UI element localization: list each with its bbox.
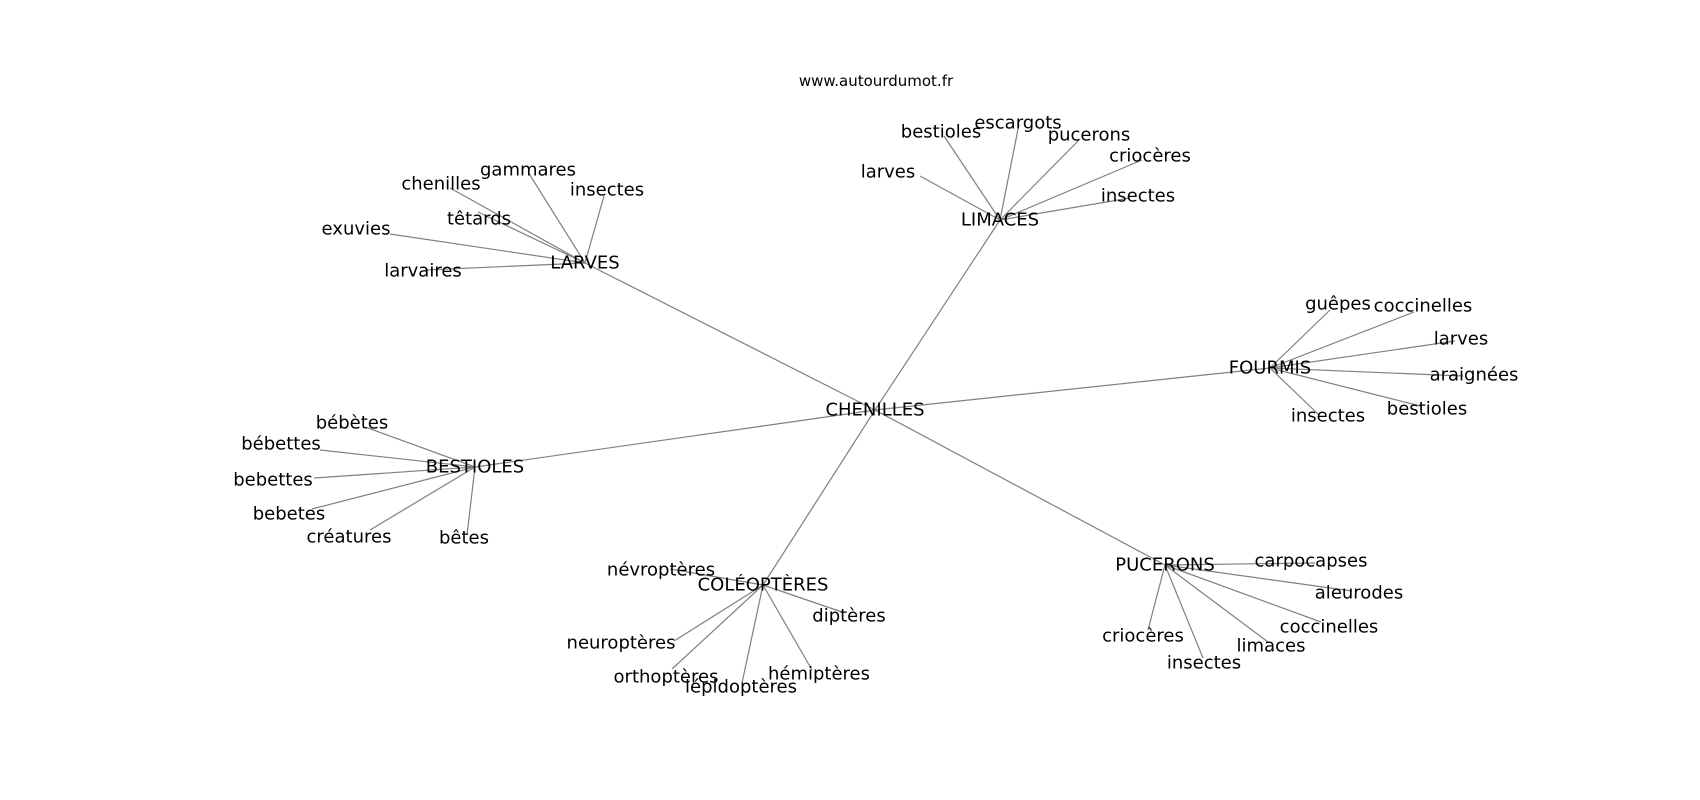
leaf-node-label: bebetes (253, 504, 326, 525)
edge-hub-to-leaf (1269, 311, 1415, 369)
leaf-node-label: orthoptères (614, 667, 719, 688)
leaf-node-label: lépidoptères (685, 677, 797, 698)
hub-node-label: FOURMIS (1229, 358, 1311, 379)
center-node-label: CHENILLES (825, 400, 924, 421)
edge-hub-to-leaf (527, 171, 586, 264)
leaf-node-label: coccinelles (1374, 296, 1473, 317)
edge-hub-to-leaf (1164, 564, 1322, 623)
edge-hub-to-leaf (943, 135, 1001, 221)
edge-hub-to-leaf (1269, 309, 1331, 369)
leaf-node-label: criocères (1102, 626, 1184, 647)
leaf-node-label: insectes (570, 180, 644, 201)
edge-hub-to-leaf (919, 175, 1001, 221)
edge-hub-to-leaf (762, 584, 843, 613)
leaf-node-label: hémiptères (768, 664, 870, 685)
edge-hub-to-leaf (671, 584, 764, 670)
leaf-node-label: limaces (1237, 636, 1306, 657)
edge-hub-to-leaf (762, 584, 813, 671)
edges-layer (311, 123, 1464, 684)
edge-hub-to-leaf (449, 187, 586, 264)
edge-hub-to-leaf (424, 262, 586, 271)
hub-node-label: BESTIOLES (426, 457, 524, 478)
leaf-node-label: chenilles (401, 174, 480, 195)
edge-hub-to-leaf (1269, 367, 1319, 415)
edge-hub-to-leaf (999, 159, 1143, 221)
edge-hub-to-leaf (367, 427, 476, 468)
leaf-node-label: bestioles (1387, 399, 1467, 420)
edge-hub-to-leaf (999, 123, 1020, 221)
hub-node-label: LIMACES (961, 210, 1039, 231)
leaf-node-label: têtards (447, 209, 511, 230)
edge-hub-to-leaf (1269, 340, 1456, 369)
leaf-node-label: larvaires (384, 261, 462, 282)
hub-node-label: LARVES (550, 253, 619, 274)
edge-hub-to-leaf (999, 138, 1081, 221)
leaf-node-label: diptères (812, 606, 885, 627)
hub-node-label: COLÉOPTÈRES (698, 574, 829, 596)
edge-hub-to-leaf (319, 449, 476, 468)
edge-hub-to-leaf (1147, 564, 1166, 631)
edge-center-to-hub (584, 262, 876, 411)
leaf-node-label: bébètes (316, 413, 389, 434)
leaf-node-label: araignées (1430, 365, 1519, 386)
leaf-node-label: criocères (1109, 146, 1191, 167)
site-label: www.autourdumot.fr (798, 72, 954, 90)
leaf-node-label: escargots (974, 113, 1061, 134)
edge-hub-to-leaf (1269, 367, 1464, 377)
leaf-node-label: gammares (480, 160, 576, 181)
leaf-node-label: créatures (307, 527, 392, 548)
leaf-node-label: neuroptères (567, 633, 676, 654)
edge-hub-to-leaf (584, 195, 605, 264)
leaf-node-label: pucerons (1048, 125, 1131, 146)
leaf-node-label: insectes (1101, 186, 1175, 207)
edge-center-to-hub (874, 219, 1001, 411)
edge-center-to-hub (874, 409, 1166, 566)
leaf-node-label: névroptères (607, 560, 715, 581)
leaf-node-label: exuvies (322, 219, 391, 240)
edge-hub-to-leaf (389, 233, 586, 264)
edge-hub-to-leaf (999, 197, 1131, 221)
edge-hub-to-leaf (673, 584, 764, 642)
edge-hub-to-leaf (669, 568, 764, 586)
leaf-node-label: insectes (1291, 406, 1365, 427)
edge-hub-to-leaf (477, 211, 586, 264)
leaf-node-label: aleurodes (1315, 583, 1403, 604)
edge-center-to-hub (874, 367, 1271, 411)
leaf-node-label: insectes (1167, 653, 1241, 674)
edge-hub-to-leaf (1164, 564, 1204, 659)
edge-center-to-hub (762, 409, 876, 586)
leaf-node-label: coccinelles (1280, 617, 1379, 638)
edge-hub-to-leaf (466, 466, 476, 536)
edge-hub-to-leaf (1164, 564, 1269, 643)
leaf-node-label: bêtes (439, 528, 489, 549)
edge-hub-to-leaf (1269, 367, 1421, 407)
edge-hub-to-leaf (741, 584, 764, 684)
edge-hub-to-leaf (313, 466, 476, 479)
leaf-node-label: bébettes (241, 434, 321, 455)
leaf-node-label: bebettes (233, 470, 313, 491)
edge-center-to-hub (474, 409, 876, 468)
leaf-node-label: larves (1434, 329, 1489, 350)
edge-hub-to-leaf (1164, 564, 1353, 592)
edge-hub-to-leaf (311, 466, 476, 510)
edge-hub-to-leaf (369, 466, 476, 531)
edge-hub-to-leaf (1164, 562, 1316, 566)
leaf-node-label: bestioles (901, 122, 981, 143)
leaf-node-label: guêpes (1305, 294, 1371, 315)
leaf-node-label: larves (861, 162, 916, 183)
leaf-node-label: carpocapses (1255, 551, 1368, 572)
hub-node-label: PUCERONS (1115, 555, 1215, 576)
